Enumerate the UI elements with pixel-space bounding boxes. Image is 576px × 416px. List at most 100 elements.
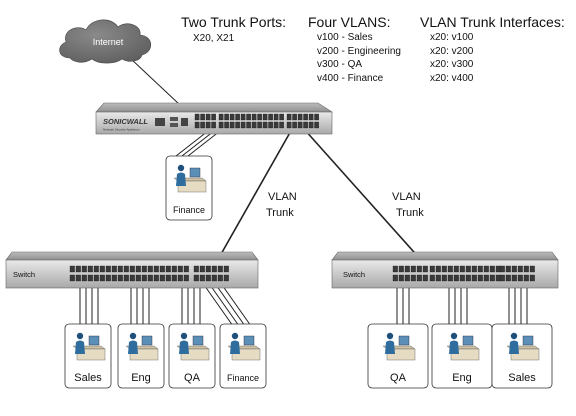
workstation-label: Finance — [227, 373, 259, 383]
ethernet-port — [257, 113, 262, 121]
ethernet-port — [308, 121, 314, 129]
ethernet-port — [105, 274, 111, 282]
ethernet-port — [398, 265, 404, 273]
ethernet-port — [404, 274, 410, 282]
right-switch-drops — [396, 288, 528, 326]
ethernet-port — [416, 265, 422, 273]
ethernet-port — [505, 274, 511, 282]
workstation: QA — [168, 323, 216, 389]
ethernet-port — [314, 121, 319, 129]
ethernet-port — [471, 265, 477, 273]
usb-port — [170, 123, 178, 127]
user-body-icon — [179, 340, 189, 354]
usb-port — [170, 117, 178, 121]
trunk-interface-line-3: x20: v300 — [430, 59, 474, 70]
left-switch-body — [5, 259, 259, 289]
user-head-icon — [129, 332, 137, 340]
trunk-interfaces-title: VLAN Trunk Interfaces: — [420, 14, 565, 30]
ethernet-port — [314, 113, 319, 121]
workstation: Eng — [431, 323, 493, 389]
vlan-trunk-right-link — [303, 128, 431, 271]
ethernet-port — [262, 113, 268, 121]
network-links — [79, 57, 528, 327]
workstation-label: Eng — [452, 372, 472, 384]
ethernet-port — [511, 265, 517, 273]
vlan-line-4: v400 - Finance — [317, 72, 384, 84]
ethernet-port — [159, 274, 165, 282]
ethernet-port — [165, 274, 171, 282]
ethernet-port — [471, 274, 477, 282]
ethernet-port — [477, 265, 483, 273]
ethernet-port — [246, 121, 251, 129]
ethernet-port — [159, 265, 165, 273]
ethernet-port — [205, 113, 211, 121]
ethernet-port — [193, 265, 199, 273]
ethernet-port — [200, 121, 205, 129]
ethernet-port — [286, 113, 292, 121]
ethernet-port — [251, 113, 257, 121]
ethernet-port — [153, 274, 159, 282]
ethernet-port — [229, 113, 235, 121]
ethernet-port — [93, 265, 99, 273]
desk-front — [76, 348, 106, 361]
trunk-interface-line-2: x20: v200 — [430, 45, 474, 57]
ethernet-port — [75, 265, 81, 273]
ethernet-port — [93, 274, 99, 282]
vlan-trunk-left-link — [211, 128, 293, 271]
ethernet-port — [489, 274, 495, 282]
ethernet-port — [257, 121, 262, 129]
user-head-icon — [386, 332, 394, 340]
workstation: Eng — [117, 323, 165, 389]
ethernet-port — [453, 265, 459, 273]
ethernet-port — [499, 265, 505, 273]
ethernet-port — [511, 274, 517, 282]
workstation-label: Sales — [508, 372, 536, 384]
ethernet-port — [211, 113, 216, 121]
left-switch-drops — [79, 281, 252, 327]
ethernet-port — [193, 274, 199, 282]
ethernet-port — [223, 265, 229, 273]
ethernet-port — [517, 265, 523, 273]
ethernet-port — [308, 113, 314, 121]
trunk-ports-title: Two Trunk Ports: — [181, 14, 287, 30]
ethernet-port — [147, 274, 153, 282]
left-switch-label: Switch — [13, 270, 35, 279]
ethernet-port — [123, 274, 129, 282]
ethernet-port — [117, 274, 123, 282]
desk-front — [180, 348, 210, 361]
ethernet-port — [268, 121, 273, 129]
monitor-icon — [192, 335, 204, 346]
ethernet-port — [99, 265, 105, 273]
desk-front — [129, 348, 159, 361]
ethernet-port — [435, 265, 441, 273]
ethernet-port — [465, 265, 471, 273]
vlan-line-3: v300 - QA — [317, 59, 363, 70]
ethernet-port — [229, 121, 235, 129]
user-head-icon — [76, 332, 84, 340]
ethernet-port — [111, 265, 117, 273]
trunk-interface-line-4: x20: v400 — [430, 72, 474, 84]
user-body-icon — [449, 340, 459, 354]
monitor-icon — [88, 335, 100, 346]
ethernet-port — [183, 265, 189, 273]
ethernet-port — [69, 265, 75, 273]
user-head-icon — [510, 332, 518, 340]
ethernet-port — [223, 274, 229, 282]
ethernet-port — [303, 121, 308, 129]
right-switch-body — [331, 259, 559, 289]
ethernet-port — [129, 274, 135, 282]
firewall-ports — [194, 113, 319, 129]
ethernet-port — [194, 113, 200, 121]
trunk-ports-value: X20, X21 — [193, 33, 235, 44]
ethernet-port — [465, 274, 471, 282]
right-switch-top — [331, 251, 559, 261]
ethernet-port — [199, 265, 205, 273]
ethernet-port — [523, 274, 529, 282]
ethernet-port — [297, 121, 303, 129]
ethernet-port — [292, 113, 297, 121]
ethernet-port — [135, 274, 141, 282]
ethernet-port — [111, 274, 117, 282]
ethernet-port — [211, 121, 216, 129]
